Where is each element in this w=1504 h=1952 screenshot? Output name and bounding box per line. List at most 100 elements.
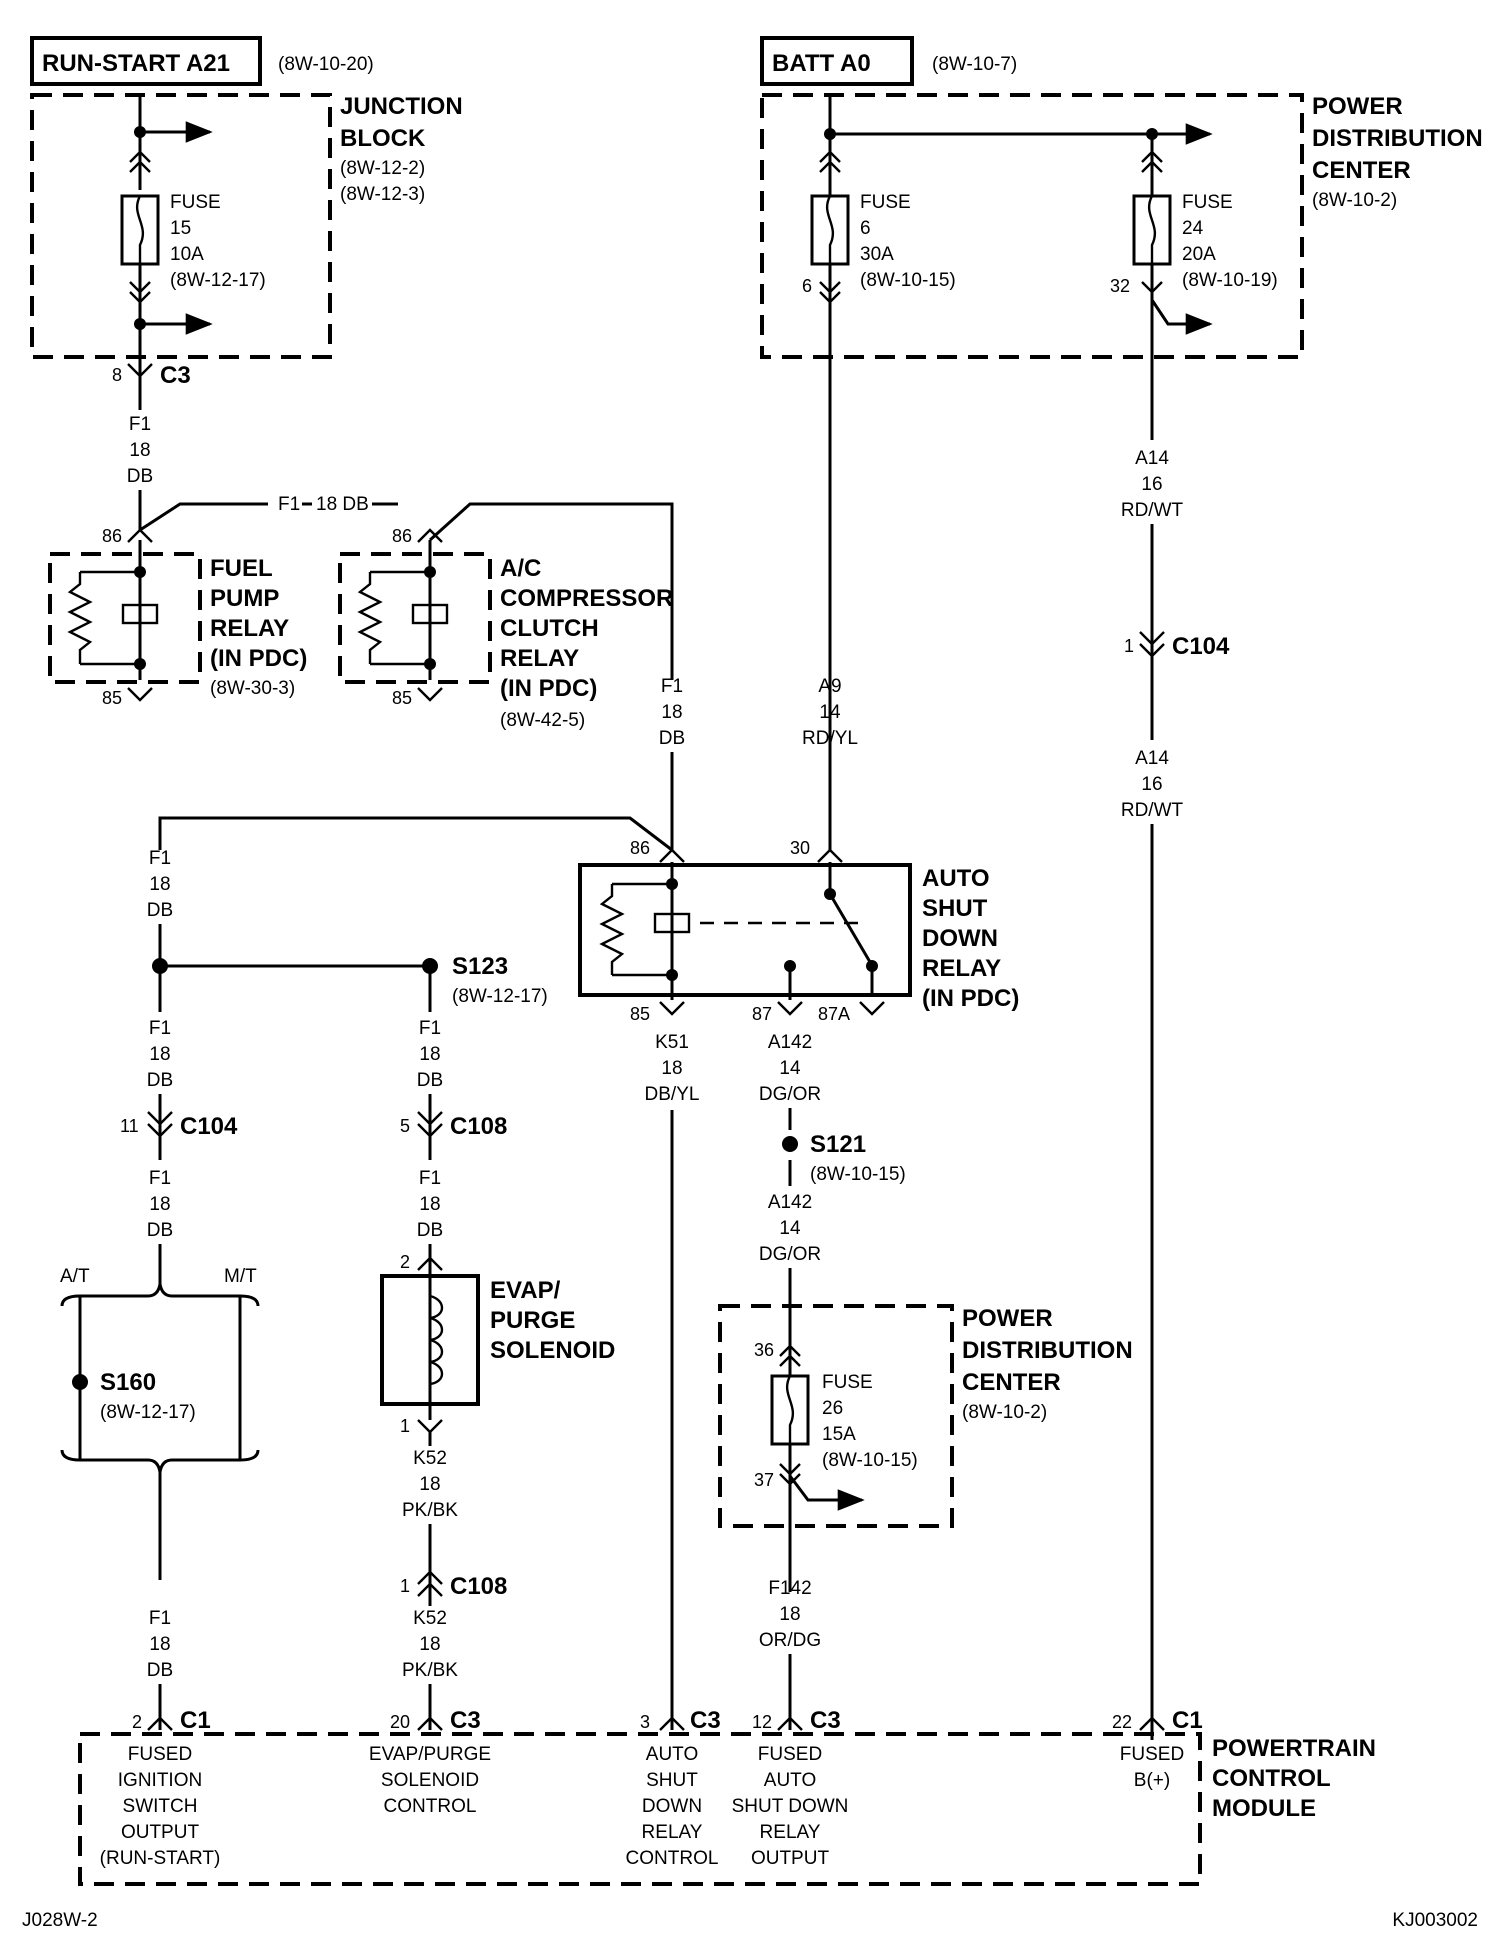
svg-text:CLUTCH: CLUTCH: [500, 615, 599, 642]
svg-text:AUTO: AUTO: [922, 865, 990, 892]
svg-text:F1: F1: [149, 848, 171, 869]
svg-text:FUSED: FUSED: [1120, 1744, 1184, 1765]
svg-text:DG/OR: DG/OR: [759, 1244, 821, 1265]
svg-text:18: 18: [419, 1634, 440, 1655]
svg-text:(8W-10-15): (8W-10-15): [822, 1450, 918, 1471]
splice-s123-label: S123: [452, 953, 508, 980]
svg-text:F1: F1: [419, 1168, 441, 1189]
mt-label: M/T: [224, 1266, 257, 1287]
fuse-6-pin: 6: [802, 276, 812, 296]
run-start-ref: (8W-10-20): [278, 54, 374, 75]
pcm-pin-22-label: FUSED B(+): [1120, 1744, 1184, 1791]
svg-text:(8W-10-2): (8W-10-2): [962, 1402, 1047, 1423]
svg-text:PURGE: PURGE: [490, 1307, 575, 1334]
asd-relay-coil-icon: [653, 912, 691, 934]
svg-text:24: 24: [1182, 218, 1204, 239]
svg-text:F1: F1: [419, 1018, 441, 1039]
svg-text:F1: F1: [149, 1018, 171, 1039]
svg-text:BLOCK: BLOCK: [340, 125, 426, 152]
svg-text:A/C: A/C: [500, 555, 541, 582]
pcm-pin-2-conn: C1: [180, 1707, 211, 1734]
svg-text:(8W-12-2): (8W-12-2): [340, 158, 425, 179]
c104-left-label: C104: [180, 1113, 238, 1140]
wire-f1-branch-label: F1: [278, 494, 300, 515]
svg-text:AUTO: AUTO: [764, 1770, 816, 1791]
svg-text:DB: DB: [127, 466, 153, 487]
ac-relay-pin86: 86: [392, 526, 412, 546]
run-start-source-box: [30, 36, 262, 86]
pcm-pin-20-conn: C3: [450, 1707, 481, 1734]
at-label: A/T: [60, 1266, 90, 1287]
svg-text:A14: A14: [1135, 748, 1169, 769]
evap-pin-2: 2: [400, 1252, 410, 1272]
svg-text:6: 6: [860, 218, 871, 239]
svg-text:IGNITION: IGNITION: [118, 1770, 202, 1791]
evap-title: EVAP/ PURGE SOLENOID: [490, 1277, 615, 1364]
footer-right-code: KJ003002: [1392, 1910, 1478, 1931]
footer-left-code: J028W-2: [22, 1910, 98, 1931]
splice-s121-ref: (8W-10-15): [810, 1164, 906, 1185]
asd-pin-87: 87: [752, 1004, 772, 1024]
svg-text:A142: A142: [768, 1032, 812, 1053]
svg-text:OR/DG: OR/DG: [759, 1630, 821, 1651]
svg-text:16: 16: [1141, 774, 1162, 795]
svg-text:15: 15: [170, 218, 191, 239]
svg-text:OUTPUT: OUTPUT: [121, 1822, 200, 1843]
svg-text:18: 18: [661, 702, 682, 723]
fuel-pump-relay-coil-icon: [121, 603, 159, 625]
evap-solenoid-box: [380, 1274, 480, 1406]
svg-text:14: 14: [779, 1058, 801, 1079]
svg-text:16: 16: [1141, 474, 1162, 495]
wire-k52-1-label: K52 18 PK/BK: [402, 1448, 458, 1521]
asd-pin-87a: 87A: [818, 1004, 850, 1024]
wire-f1-mid2-label: F1 18 DB: [417, 1168, 443, 1241]
svg-text:SHUT DOWN: SHUT DOWN: [732, 1796, 849, 1817]
svg-text:RD/YL: RD/YL: [802, 728, 858, 749]
pcm-title: POWERTRAIN CONTROL MODULE: [1212, 1735, 1376, 1822]
c108-b-pin: 1: [400, 1576, 410, 1596]
wire-f1-18db-label: 18 DB: [316, 494, 369, 515]
wire-k51-label: K51 18 DB/YL: [645, 1032, 700, 1105]
wire-f1-ac-down-label: F1 18 DB: [659, 676, 685, 749]
svg-text:(8W-42-5): (8W-42-5): [500, 710, 585, 731]
svg-text:EVAP/: EVAP/: [490, 1277, 561, 1304]
svg-text:DB: DB: [147, 1070, 173, 1091]
svg-text:(IN PDC): (IN PDC): [210, 645, 307, 672]
wire-f1-mid1-label: F1 18 DB: [417, 1018, 443, 1091]
svg-text:SWITCH: SWITCH: [123, 1796, 198, 1817]
fuel-pump-relay-pin85: 85: [102, 688, 122, 708]
wire-f1-left2-label: F1 18 DB: [147, 1018, 173, 1091]
svg-text:A9: A9: [818, 676, 841, 697]
splice-s123-ref: (8W-12-17): [452, 986, 548, 1007]
wire-a14-lower-label: A14 16 RD/WT: [1121, 748, 1184, 821]
svg-text:FUSED: FUSED: [128, 1744, 192, 1765]
c3-pin-8: 8: [112, 365, 122, 385]
svg-text:18: 18: [779, 1604, 800, 1625]
fuel-pump-relay-title: FUEL PUMP RELAY (IN PDC) (8W-30-3): [210, 555, 307, 699]
svg-text:CONTROL: CONTROL: [1212, 1765, 1331, 1792]
svg-text:CONTROL: CONTROL: [626, 1848, 719, 1869]
splice-s121-label: S121: [810, 1131, 866, 1158]
svg-text:14: 14: [819, 702, 841, 723]
svg-text:DB: DB: [417, 1220, 443, 1241]
pdc-top-title: POWER DISTRIBUTION CENTER (8W-10-2): [1312, 93, 1483, 211]
svg-text:SOLENOID: SOLENOID: [381, 1770, 479, 1791]
svg-text:RELAY: RELAY: [210, 615, 289, 642]
junction-block-title: JUNCTION BLOCK (8W-12-2) (8W-12-3): [340, 93, 463, 205]
svg-text:FUSED: FUSED: [758, 1744, 822, 1765]
svg-text:DB: DB: [417, 1070, 443, 1091]
svg-text:18: 18: [419, 1474, 440, 1495]
svg-text:A14: A14: [1135, 448, 1169, 469]
batt-source-box: [760, 36, 914, 86]
fuel-pump-relay-pin86: 86: [102, 526, 122, 546]
svg-text:18: 18: [149, 1194, 170, 1215]
asd-pin-30: 30: [790, 838, 810, 858]
svg-text:POWER: POWER: [1312, 93, 1403, 120]
svg-text:30A: 30A: [860, 244, 894, 265]
splice-s160-label: S160: [100, 1369, 156, 1396]
svg-text:18: 18: [661, 1058, 682, 1079]
svg-text:FUSE: FUSE: [822, 1372, 873, 1393]
c3-connector-label: C3: [160, 362, 191, 389]
